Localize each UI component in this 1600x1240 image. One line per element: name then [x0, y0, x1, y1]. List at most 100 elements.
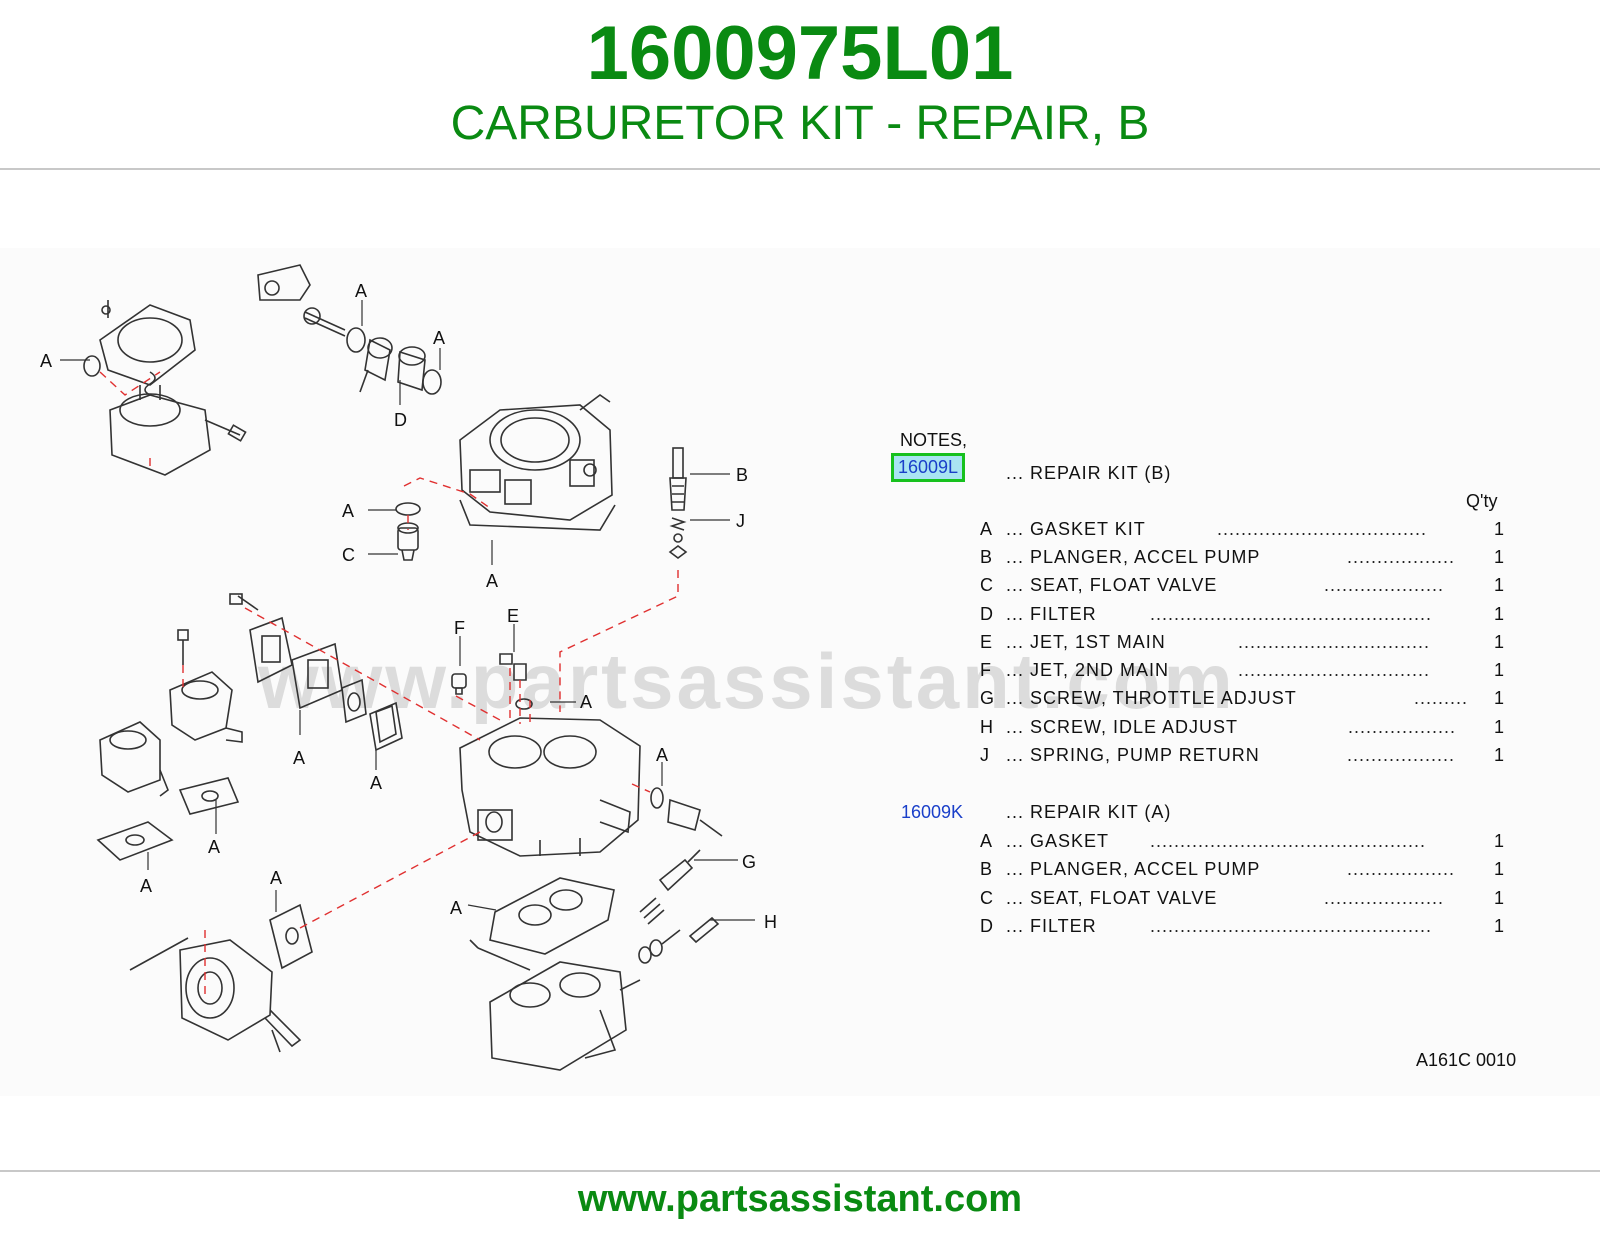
- throttle-base-gasket: [489, 877, 615, 955]
- small-screw-part: [237, 595, 259, 611]
- leader-dots: ........................................…: [1150, 604, 1433, 624]
- leader-dots: ...................................: [1217, 519, 1428, 539]
- callout-a: A: [370, 773, 382, 793]
- item-name: ... SPRING, PUMP RETURN: [1006, 745, 1260, 765]
- kit-item-row: H ... SCREW, IDLE ADJUST ...............…: [900, 717, 1540, 743]
- float-valve-seat-part: [395, 502, 421, 561]
- kit-item-row: D ... FILTER ...........................…: [900, 604, 1540, 630]
- item-qty: 1: [1494, 688, 1505, 708]
- assembly-lines: [99, 371, 679, 1000]
- leader-dots: ................................: [1238, 660, 1431, 680]
- leader-dots: ....................: [1324, 888, 1445, 908]
- item-qty: 1: [1494, 859, 1505, 879]
- kit-code-link-16009L[interactable]: 16009L: [891, 453, 966, 482]
- kit-item-row: A ... GASKET ...........................…: [900, 831, 1540, 857]
- throttle-adjust-screw-part: [639, 849, 701, 925]
- item-qty: 1: [1494, 575, 1505, 595]
- kit-item-row: C ... SEAT, FLOAT VALVE ................…: [900, 888, 1540, 914]
- callout-f: F: [454, 618, 465, 638]
- item-qty: 1: [1494, 888, 1505, 908]
- item-letter: C: [980, 888, 993, 908]
- callout-e: E: [507, 606, 519, 626]
- item-qty: 1: [1494, 660, 1505, 680]
- callout-a: A: [656, 745, 668, 765]
- page-header: 1600975L01 CARBURETOR KIT - REPAIR, B: [0, 0, 1600, 168]
- item-letter: J: [980, 745, 989, 765]
- carburetor-main-body: [459, 717, 641, 857]
- item-name: ... SCREW, IDLE ADJUST: [1006, 717, 1239, 737]
- notes-title: NOTES,: [900, 430, 968, 450]
- callout-h: H: [764, 912, 777, 932]
- item-letter: A: [980, 519, 993, 539]
- item-name: ... JET, 1ST MAIN: [1006, 632, 1166, 652]
- leader-lines: [60, 300, 755, 921]
- kit-item-row: F ... JET, 2ND MAIN ....................…: [900, 660, 1540, 686]
- callout-a: A: [270, 868, 282, 888]
- item-qty: 1: [1494, 717, 1505, 737]
- item-letter: C: [980, 575, 993, 595]
- accel-pump-plunger-part: [669, 447, 687, 511]
- item-qty: 1: [1494, 547, 1505, 567]
- pump-body-part: [109, 371, 247, 476]
- item-name: ... PLANGER, ACCEL PUMP: [1006, 547, 1261, 567]
- watermark: www.partsassistant.com: [258, 637, 1236, 725]
- item-name: ... GASKET KIT: [1006, 519, 1146, 539]
- actuator-gasket-part: [269, 903, 313, 970]
- item-letter: F: [980, 660, 991, 680]
- callout-a: A: [40, 351, 52, 371]
- footer-site-link[interactable]: www.partsassistant.com: [577, 1178, 1023, 1220]
- qty-header: Q'ty: [1466, 491, 1498, 511]
- leader-dots: ..................: [1348, 717, 1457, 737]
- callout-j: J: [736, 511, 745, 531]
- item-name: ... JET, 2ND MAIN: [1006, 660, 1170, 680]
- kit-description: ... REPAIR KIT (B): [1006, 463, 1172, 483]
- item-letter: E: [980, 632, 993, 652]
- leader-dots: .........: [1414, 688, 1469, 708]
- item-name: ... SEAT, FLOAT VALVE: [1006, 888, 1218, 908]
- kit-description: ... REPAIR KIT (A): [1006, 802, 1172, 822]
- leader-dots: ................................: [1238, 632, 1431, 652]
- diagram-panel: [0, 248, 1600, 1096]
- item-qty: 1: [1494, 604, 1505, 624]
- pump-cover-part: [99, 300, 196, 386]
- callout-a: A: [355, 281, 367, 301]
- item-qty: 1: [1494, 831, 1505, 851]
- item-letter: H: [980, 717, 993, 737]
- kit-item-row: A ... GASKET KIT .......................…: [900, 519, 1540, 545]
- carburetor-upper-body: [459, 394, 616, 531]
- leader-dots: ........................................…: [1150, 831, 1427, 851]
- pump-spring-part: [668, 517, 688, 559]
- kit-item-row: E ... JET, 1ST MAIN ....................…: [900, 632, 1540, 658]
- callout-a: A: [433, 328, 445, 348]
- item-name: ... FILTER: [1006, 604, 1097, 624]
- item-letter: D: [980, 604, 993, 624]
- diaphragm-housing-part: [99, 721, 169, 797]
- item-letter: B: [980, 859, 993, 879]
- small-gasket-part: [83, 355, 101, 377]
- callout-a: A: [486, 571, 498, 591]
- footer-divider: [0, 1170, 1600, 1172]
- item-qty: 1: [1494, 745, 1505, 765]
- callout-d: D: [394, 410, 407, 430]
- choke-housing-part: [169, 629, 243, 743]
- part-title: CARBURETOR KIT - REPAIR, B: [450, 97, 1150, 150]
- diagram-reference-code: A161C 0010: [1416, 1050, 1517, 1070]
- kit-code-link-16009K[interactable]: 16009K: [901, 802, 964, 822]
- item-name: ... FILTER: [1006, 916, 1097, 936]
- kit-item-row: B ... PLANGER, ACCEL PUMP ..............…: [900, 859, 1540, 885]
- leader-dots: ..................: [1347, 859, 1456, 879]
- part-number: 1600975L01: [586, 11, 1014, 96]
- callout-a: A: [293, 748, 305, 768]
- leader-dots: ....................: [1324, 575, 1445, 595]
- callout-g: G: [742, 852, 756, 872]
- kit-item-row: D ... FILTER ...........................…: [900, 916, 1540, 942]
- item-qty: 1: [1494, 916, 1505, 936]
- callout-a: A: [342, 501, 354, 521]
- item-qty: 1: [1494, 519, 1505, 539]
- leader-dots: ........................................…: [1150, 916, 1433, 936]
- item-name: ... SEAT, FLOAT VALVE: [1006, 575, 1218, 595]
- kit-item-row: B ... PLANGER, ACCEL PUMP ..............…: [900, 547, 1540, 573]
- throttle-body-lower: [469, 939, 641, 1071]
- callout-b: B: [736, 465, 748, 485]
